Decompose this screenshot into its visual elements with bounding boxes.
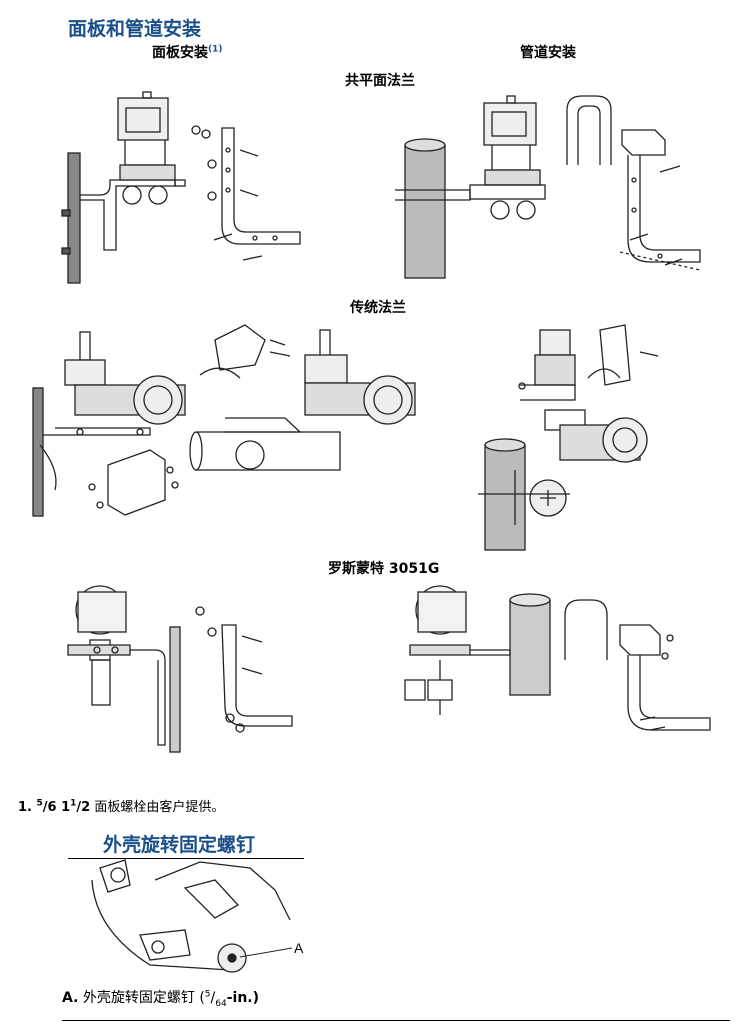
housing-title: 外壳旋转固定螺钉 [103, 834, 256, 856]
footnote-text: 面板螺栓由客户提供。 [94, 800, 225, 815]
callout-leader [239, 947, 293, 958]
coplanar-pipe-figure [395, 95, 701, 279]
caption-letter: A. [62, 990, 79, 1006]
housing-caption: A. 外壳旋转固定螺钉 (5/64-in.) [62, 987, 259, 1009]
housing-top-rule [68, 858, 304, 859]
section-coplanar: 共平面法兰 [345, 73, 415, 89]
footnote-frac1: /6 [42, 800, 57, 815]
housing-screw-figure [68, 858, 304, 973]
footnote-num: 1. [18, 800, 32, 815]
traditional-pipe-figure-1 [189, 324, 416, 471]
section-traditional: 传统法兰 [350, 300, 406, 316]
caption-sup: 5 [204, 989, 211, 1000]
footnote-ref: (1) [208, 44, 223, 55]
page-title: 面板和管道安装 [68, 18, 202, 40]
traditional-panel-figure [32, 331, 186, 517]
caption-tail: -in.) [226, 990, 259, 1006]
panel-mount-label: 面板安装 [152, 45, 208, 61]
footnote-sup1: 5 [36, 798, 43, 809]
3051g-pipe-figure [404, 585, 711, 731]
section-rosemount: 罗斯蒙特 3051G [328, 561, 440, 577]
coplanar-panel-figure [61, 91, 301, 284]
footnote: 1. 5/6 11/2 面板螺栓由客户提供。 [18, 796, 224, 815]
footnote-sup2: 1 [70, 798, 77, 809]
caption-text: 外壳旋转固定螺钉 ( [82, 990, 205, 1006]
caption-sub: 64 [215, 998, 227, 1009]
3051g-panel-figure [67, 585, 293, 753]
traditional-pipe-figure-2 [478, 324, 659, 551]
footnote-mid: 1 [61, 800, 71, 815]
caption-frac: / [210, 990, 216, 1006]
panel-mount-heading: 面板安装(1) [152, 42, 223, 62]
pipe-mount-heading: 管道安装 [520, 45, 576, 61]
footnote-frac2: /2 [76, 800, 91, 815]
housing-callout: A [294, 940, 304, 956]
bottom-rule [62, 1020, 730, 1021]
